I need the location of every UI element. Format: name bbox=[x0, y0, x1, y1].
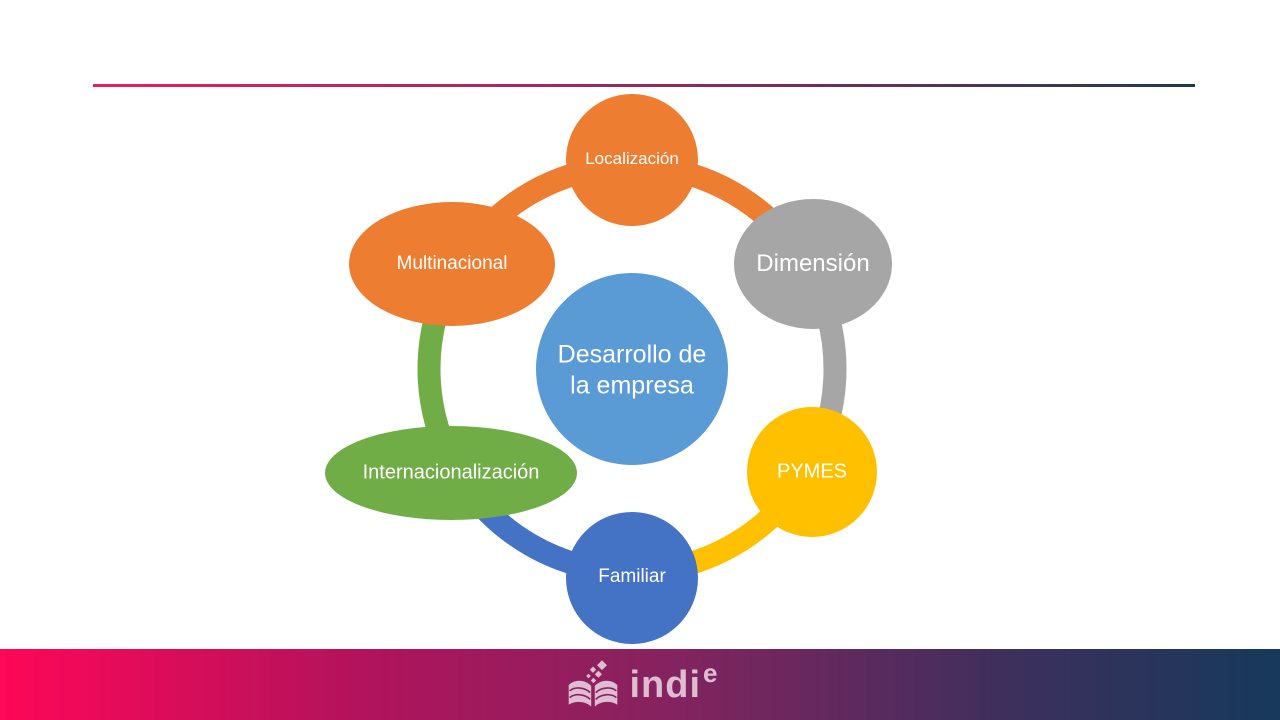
node-multinacional-shape bbox=[349, 202, 555, 326]
book-pages bbox=[569, 680, 618, 707]
node-dimension-label: Dimensión bbox=[756, 250, 870, 277]
logo-wordmark-superscript: e bbox=[703, 657, 718, 688]
node-dimension-shape bbox=[734, 199, 892, 329]
node-multinacional-label: Multinacional bbox=[396, 253, 508, 274]
top-divider-line bbox=[93, 84, 1195, 87]
node-familiar-label: Familiar bbox=[598, 566, 666, 587]
logo-wordmark-main: indi bbox=[629, 663, 702, 706]
sparkle-diamonds bbox=[586, 659, 608, 683]
node-familiar-shape bbox=[566, 512, 698, 644]
node-internacionalizacion-shape bbox=[325, 426, 577, 520]
node-localizacion-label: Localización bbox=[585, 149, 679, 168]
center-node-shape bbox=[536, 273, 728, 465]
center-node-label: Desarrollo de la empresa bbox=[557, 340, 707, 400]
node-pymes-shape bbox=[747, 407, 877, 537]
node-pymes-label: PYMES bbox=[776, 460, 848, 483]
node-localizacion-shape bbox=[566, 94, 698, 226]
open-book-icon bbox=[569, 659, 618, 707]
node-internacionalizacion-label: Internacionalización bbox=[362, 461, 540, 484]
